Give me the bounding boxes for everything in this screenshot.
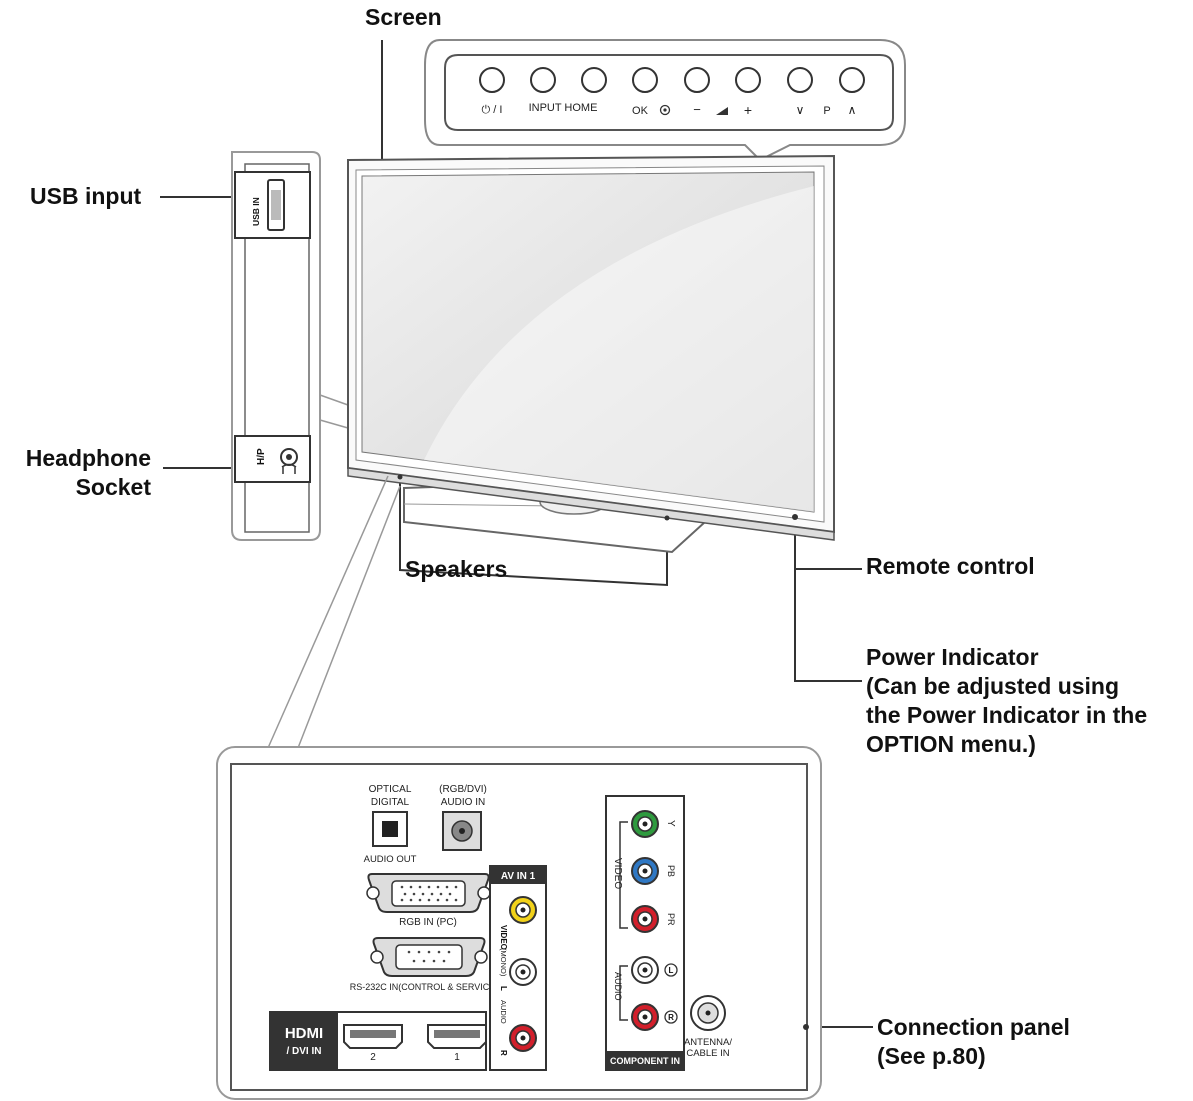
connection-panel-line-1: Connection panel (877, 1014, 1070, 1040)
comp-r-label: R (668, 1013, 674, 1022)
volume-plus-label: + (744, 102, 752, 118)
ok-button[interactable] (632, 67, 658, 93)
connection-panel-callout: Connection panel (See p.80) (877, 1013, 1070, 1071)
comp-audio-r-jack[interactable] (631, 1003, 659, 1031)
comp-l-label: L (669, 966, 674, 975)
hdmi-block: HDMI / DVI IN 2 1 (269, 1011, 487, 1071)
av-video-jack[interactable] (509, 896, 537, 924)
av-mono-label: (MONO) (499, 948, 508, 977)
speaker-point-left (397, 474, 403, 480)
control-panel-callout: ⏻ / I INPUT HOME OK − + ∨ P ∧ (424, 39, 906, 162)
optical-label-1: OPTICAL (369, 784, 412, 795)
av-r-label: R (499, 1050, 508, 1056)
input-home-label: INPUT HOME (529, 102, 598, 114)
usb-in-label: USB IN (251, 197, 261, 226)
comp-pb-jack[interactable] (631, 857, 659, 885)
power-indicator-point (792, 514, 798, 520)
component-in-label: COMPONENT IN (610, 1056, 680, 1066)
optical-label-2: DIGITAL (371, 797, 410, 808)
rgb-in-port[interactable] (366, 873, 491, 913)
connection-panel-point (803, 1024, 809, 1030)
antenna-label-2: CABLE IN (686, 1048, 729, 1059)
av-video-label: VIDEO (499, 925, 508, 950)
tv-screen (361, 171, 815, 513)
connection-panel-line-2: (See p.80) (877, 1043, 986, 1069)
power-indicator-leader (794, 520, 862, 682)
connection-panel: OPTICAL DIGITAL AUDIO OUT (RGB/DVI) AUDI… (216, 746, 822, 1100)
tv-unit (347, 154, 835, 554)
rgb-dvi-label-2: AUDIO IN (441, 797, 485, 808)
power-button[interactable] (479, 67, 505, 93)
channel-up-button[interactable] (839, 67, 865, 93)
home-button[interactable] (581, 67, 607, 93)
rs232c-label: RS-232C IN(CONTROL & SERVICE) (350, 982, 499, 992)
headphone-callout-line-1: Headphone (25, 445, 151, 471)
av-in-block: AV IN 1 VIDEO (MONO) AUDIO L R (489, 865, 547, 1071)
remote-control-callout: Remote control (866, 553, 1035, 579)
zoom-lines (267, 475, 401, 749)
volume-down-button[interactable] (684, 67, 710, 93)
headphone-icon (281, 463, 297, 474)
volume-minus-label: − (693, 102, 701, 117)
antenna-jack[interactable] (690, 995, 726, 1031)
comp-pr-label: PR (666, 913, 676, 926)
rgb-in-label: RGB IN (PC) (399, 917, 457, 928)
power-indicator-callout: Power Indicator (Can be adjusted using t… (866, 643, 1147, 759)
dvi-in-label: / DVI IN (286, 1046, 321, 1057)
volume-icon (716, 107, 728, 115)
speaker-point-right (664, 515, 670, 521)
hdmi-1-label: 1 (454, 1052, 460, 1063)
av-audio-label: AUDIO (499, 1000, 508, 1024)
headphone-port-frame (234, 435, 311, 483)
comp-pr-jack[interactable] (631, 905, 659, 933)
channel-up-label: ∧ (848, 103, 857, 117)
headphone-socket-callout: Headphone Socket (8, 444, 151, 502)
hdmi-2-label: 2 (370, 1052, 376, 1063)
av-l-label: L (499, 986, 508, 991)
audio-out-label: AUDIO OUT (364, 854, 417, 865)
power-indicator-line-4: OPTION menu.) (866, 731, 1036, 757)
rgb-audio-in-port[interactable] (442, 811, 482, 851)
component-in-block: COMPONENT IN VIDEO AUDIO (605, 795, 685, 1071)
screen-callout: Screen (365, 4, 442, 30)
comp-pb-label: PB (666, 865, 676, 877)
usb-input-callout: USB input (30, 183, 142, 209)
comp-y-jack[interactable] (631, 810, 659, 838)
power-indicator-line-3: the Power Indicator in the (866, 702, 1148, 728)
hp-label: H/P (256, 448, 267, 465)
ok-dot-icon (659, 104, 671, 116)
comp-audio-label: AUDIO (613, 972, 623, 1001)
control-buttons (479, 67, 865, 93)
comp-audio-l-jack[interactable] (631, 956, 659, 984)
power-label: ⏻ / I (482, 104, 503, 116)
speakers-callout: Speakers (405, 556, 508, 582)
volume-up-button[interactable] (735, 67, 761, 93)
side-panel: USB IN H/P (231, 151, 349, 541)
tv-bottom-bar (347, 467, 835, 541)
rgb-dvi-label-1: (RGB/DVI) (439, 784, 487, 795)
channel-down-label: ∨ (796, 103, 805, 117)
headphone-callout-line-2: Socket (75, 474, 151, 500)
ok-label: OK (632, 105, 649, 117)
power-indicator-line-1: Power Indicator (866, 644, 1039, 670)
antenna-label-1: ANTENNA/ (684, 1037, 732, 1048)
power-indicator-line-2: (Can be adjusted using (866, 673, 1120, 699)
comp-y-label: Y (665, 820, 676, 827)
hdmi-logo: HDMI (285, 1025, 323, 1042)
channel-p-label: P (823, 105, 830, 117)
input-button[interactable] (530, 67, 556, 93)
av-audio-r-jack[interactable] (509, 1024, 537, 1052)
comp-video-label: VIDEO (612, 858, 623, 889)
av-audio-l-jack[interactable] (509, 958, 537, 986)
rs232c-port[interactable] (370, 937, 488, 977)
channel-down-button[interactable] (787, 67, 813, 93)
av-in-label: AV IN 1 (501, 871, 536, 882)
